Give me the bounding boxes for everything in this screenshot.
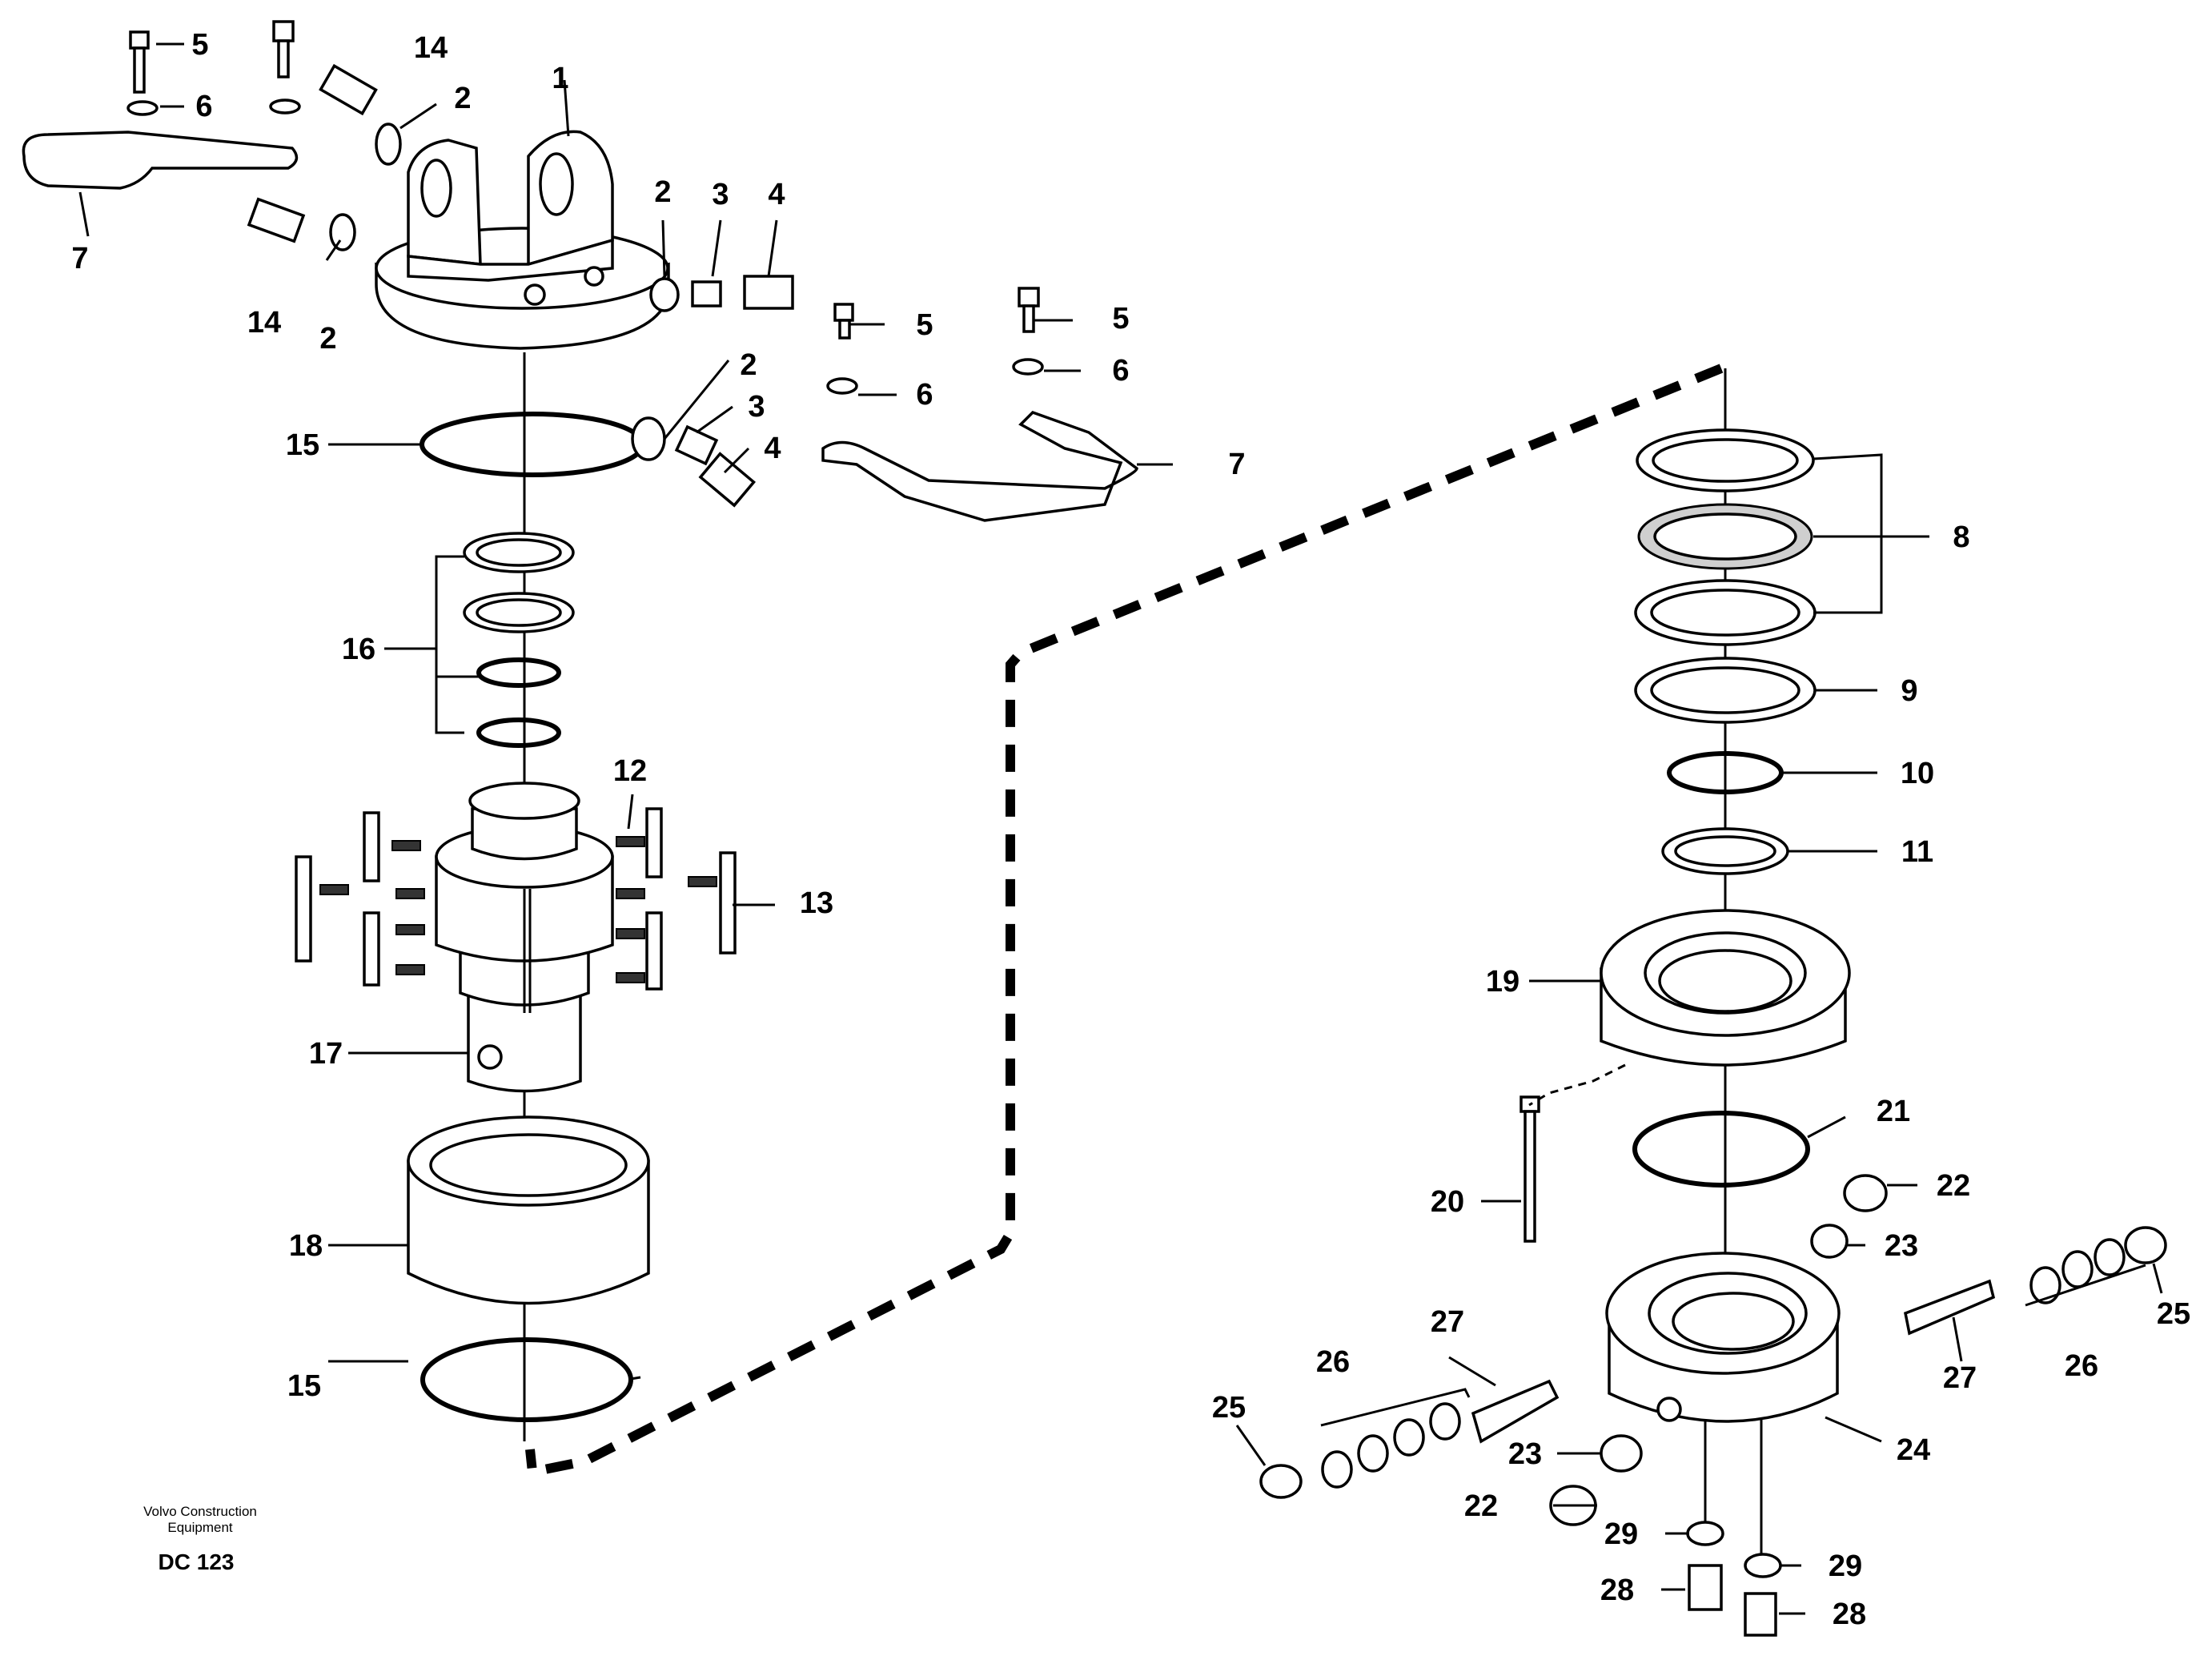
callout-14: 14 [247,306,281,340]
callout-7: 7 [71,242,88,275]
callout-6: 6 [195,90,212,123]
lock-nut-upper [1600,909,1851,1067]
fitting-set [247,63,794,508]
assembly-dashed-line [525,364,1724,1478]
callout-6: 6 [1112,354,1129,388]
back-up-ring-11 [1661,827,1789,875]
vane-set [295,807,737,991]
lock-nut-lower [1605,1252,1841,1423]
rotor-shaft-part [435,782,614,1093]
o-ring-lower [420,1337,633,1422]
callout-23: 23 [1885,1229,1918,1263]
callout-25: 25 [1212,1391,1246,1425]
dashed-guide-19-20 [1528,1063,1626,1107]
nipple-28-set [1688,1564,1777,1637]
callout-28: 28 [1833,1598,1866,1631]
callout-12: 12 [613,754,647,788]
callout-2: 2 [454,82,471,115]
callout-26: 26 [2065,1349,2098,1383]
callout-7: 7 [1228,448,1245,481]
spacer-27-set [1471,1279,1996,1444]
drawing-code: DC 123 [159,1549,235,1574]
callout-1: 1 [552,62,568,95]
o-ring-upper [420,412,645,477]
callout-5: 5 [191,28,208,62]
bracket-right [821,410,1138,522]
callout-29: 29 [1604,1517,1638,1551]
callout-9: 9 [1901,674,1917,708]
callout-8: 8 [1953,520,1969,554]
callout-10: 10 [1901,757,1934,790]
shim-26-set [1321,1238,2126,1489]
spring-set [319,836,717,983]
callout-19: 19 [1486,965,1519,999]
screw-set [129,20,1540,1243]
callout-23: 23 [1508,1437,1542,1471]
callout-5: 5 [1112,302,1129,336]
callout-16: 16 [342,633,375,666]
brand-line-2: Equipment [167,1520,233,1535]
washer-23-set [1600,1224,1849,1473]
callout-3: 3 [748,390,765,424]
callout-labels: 1 2 2 2 2 3 3 4 4 5 5 5 6 6 6 7 7 8 9 10… [71,28,2190,1631]
callout-3: 3 [712,178,729,211]
callout-18: 18 [289,1229,323,1263]
cam-ring-part [407,1115,650,1305]
brand-line-1: Volvo Construction [143,1504,257,1519]
callout-20: 20 [1431,1185,1464,1219]
callout-24: 24 [1897,1433,1930,1467]
callout-4: 4 [764,432,781,465]
callout-25: 25 [2157,1297,2190,1331]
callout-5: 5 [916,308,933,342]
callout-29: 29 [1829,1549,1862,1583]
callout-2: 2 [740,348,757,382]
seal-ring-set [463,532,575,748]
callout-13: 13 [800,886,833,920]
callout-4: 4 [768,178,785,211]
callout-26: 26 [1316,1345,1350,1379]
callout-22: 22 [1464,1489,1498,1523]
callout-11: 11 [1901,835,1933,869]
callout-15: 15 [286,428,319,462]
footer-block: Volvo Construction Equipment DC 123 [143,1504,257,1574]
callout-27: 27 [1431,1305,1464,1339]
callout-6: 6 [916,378,933,412]
bracket-left [22,131,299,190]
thrust-bearing-set [1634,428,1817,646]
callout-28: 28 [1600,1574,1634,1607]
callout-14: 14 [414,31,448,65]
leader-lines [78,42,2163,1615]
callout-21: 21 [1877,1095,1910,1128]
callout-17: 17 [309,1037,343,1071]
callout-2: 2 [319,322,336,356]
shim-washer [1634,657,1817,724]
washer-set [126,98,1044,461]
yoke-housing-part [375,130,670,350]
o-ring-21 [1632,1111,1810,1188]
callout-27: 27 [1943,1361,1977,1395]
callout-22: 22 [1937,1169,1970,1203]
callout-2: 2 [654,175,671,209]
callout-15: 15 [287,1369,321,1403]
